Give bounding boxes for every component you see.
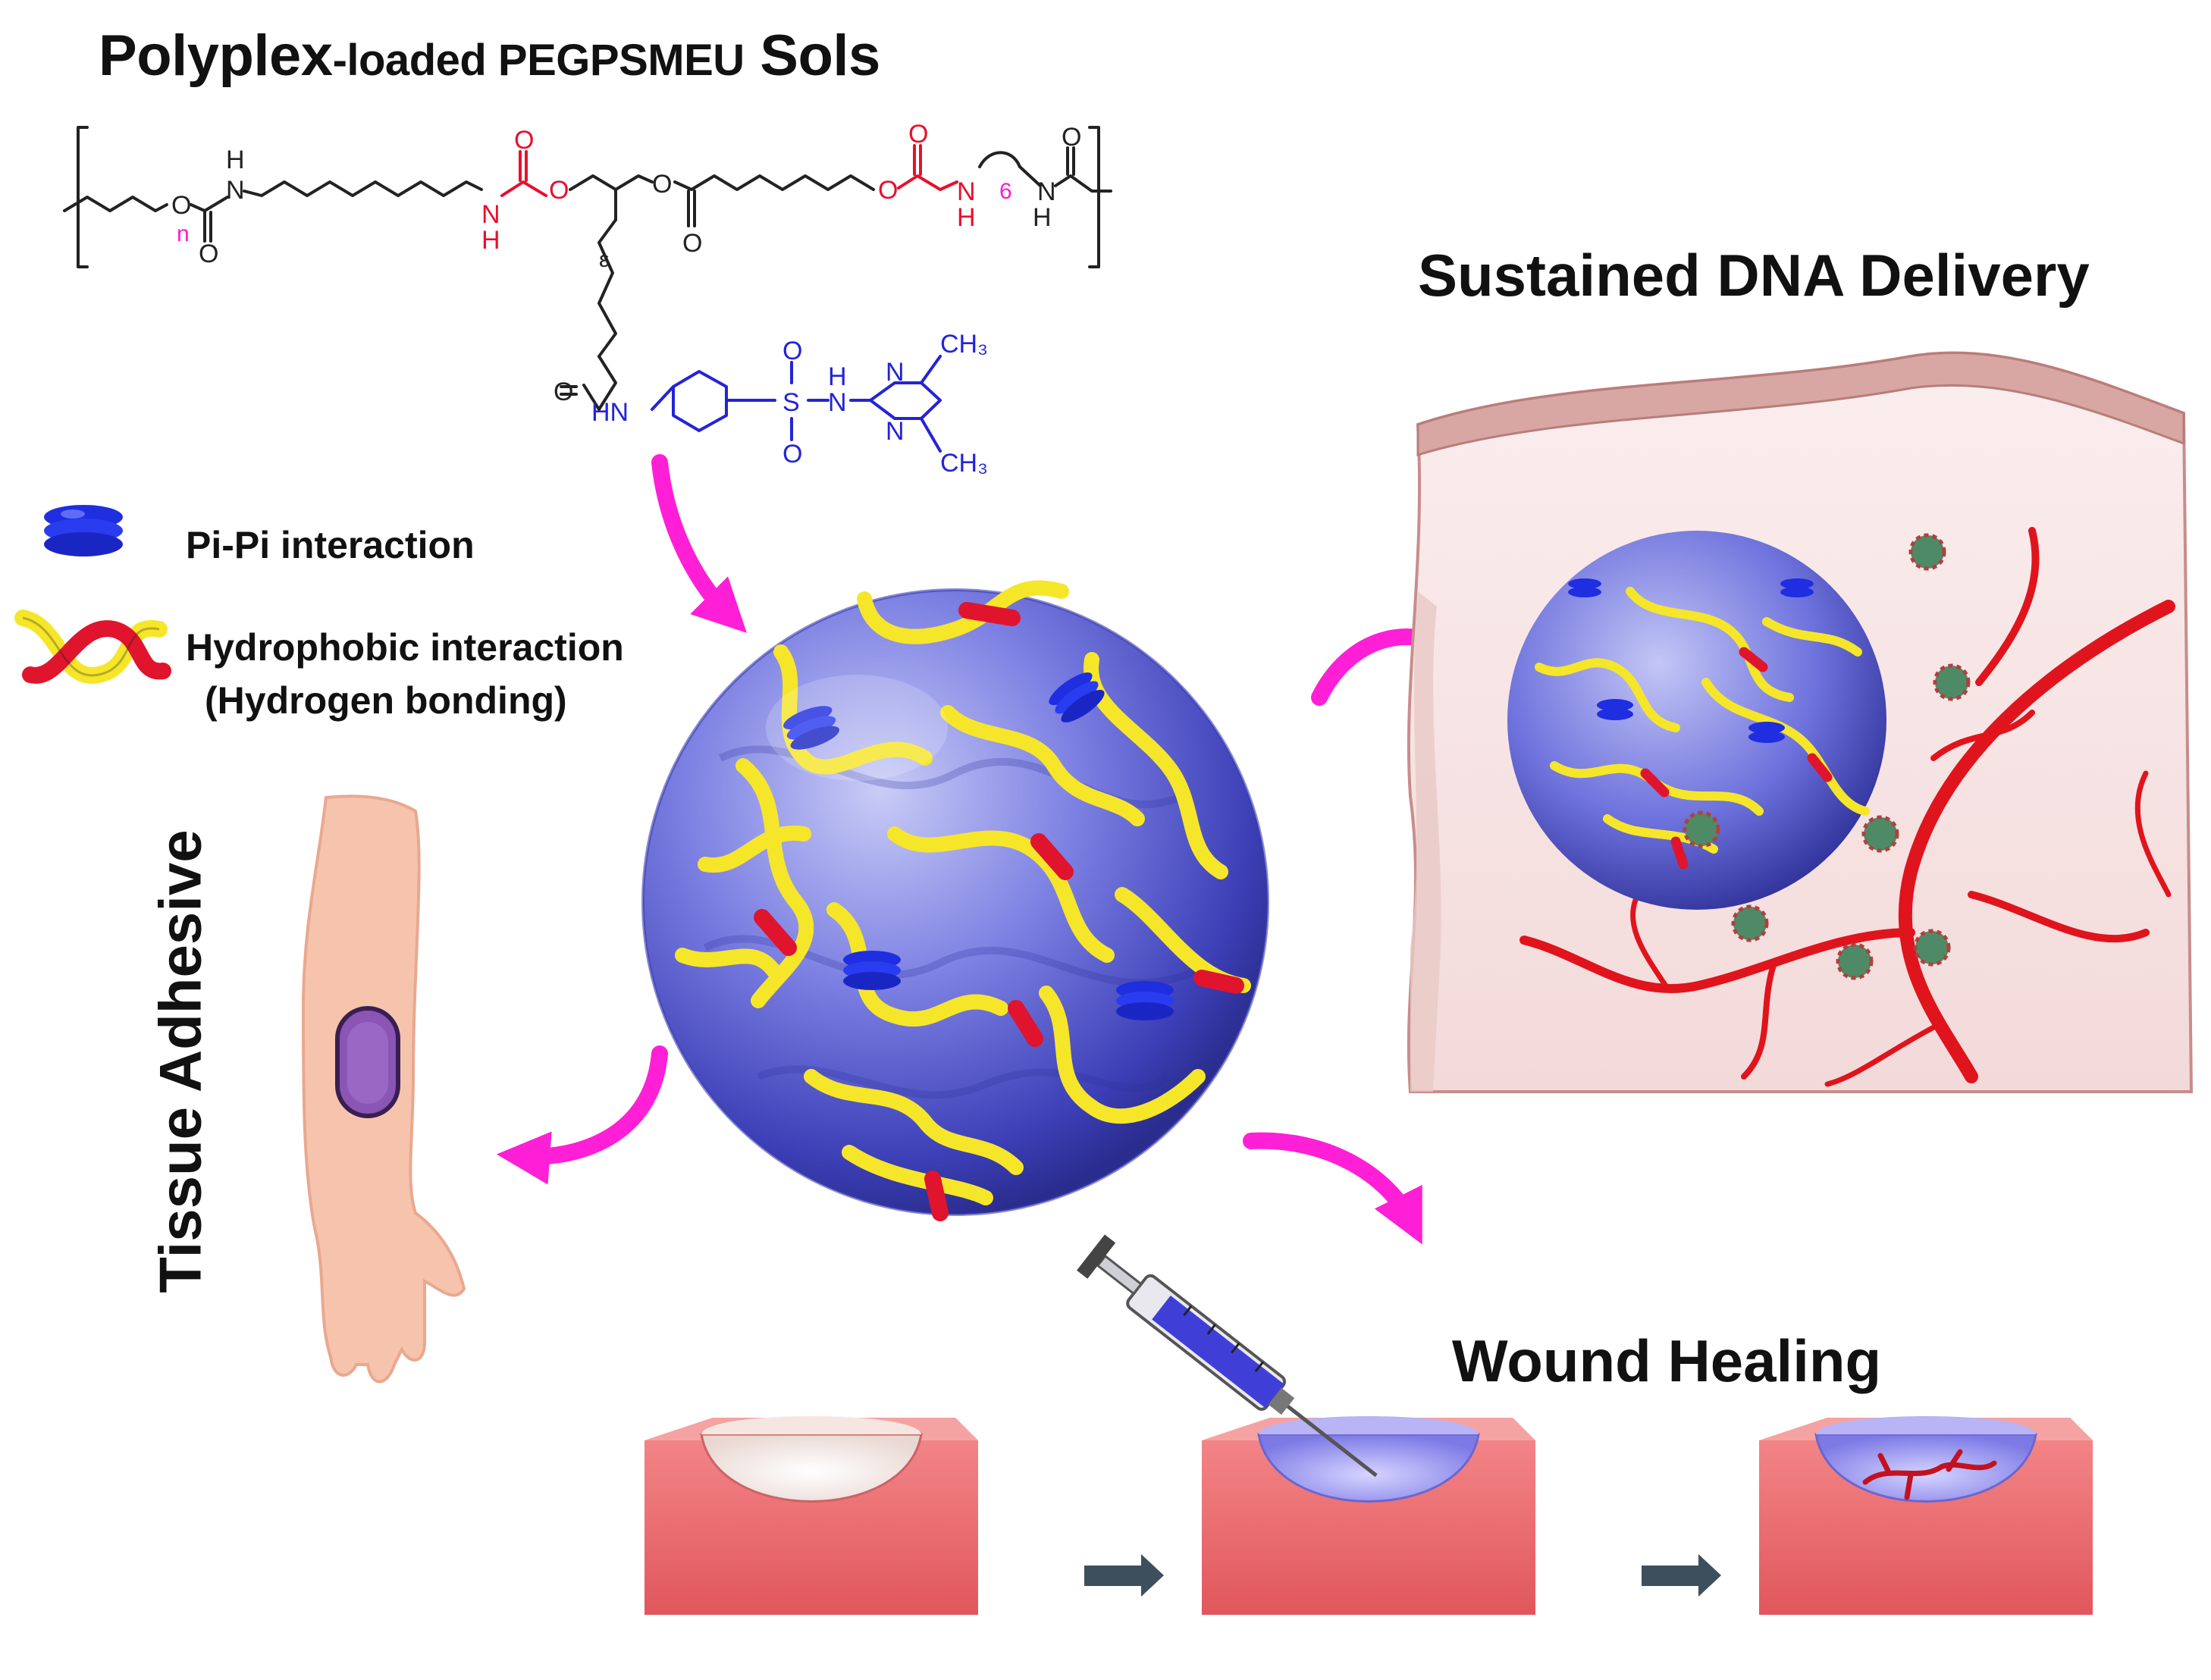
figure-title: Polyplex-loaded PEGPSMEU Sols — [99, 23, 880, 89]
twisted-strand-icon — [14, 610, 171, 684]
legend-hydrophobic-label: Hydrophobic interaction — [186, 626, 624, 669]
atom-h: H — [481, 226, 500, 255]
atom-o: O — [554, 378, 573, 406]
wound-block-2 — [1202, 1416, 1535, 1615]
atom-six-subscript: 6 — [999, 179, 1012, 204]
atom-ch3: CH₃ — [940, 449, 988, 478]
gray-arrow — [1642, 1554, 1721, 1597]
legend-pipi-label: Pi-Pi interaction — [186, 524, 475, 566]
atom-h: H — [957, 203, 976, 232]
tissue-block — [1407, 351, 2194, 1093]
pi-pi-stacks — [783, 672, 1174, 1020]
atom-o: O — [171, 191, 191, 220]
polymer-chemical-structure — [63, 126, 1112, 453]
wound-block-1 — [644, 1416, 978, 1615]
atom-h: H — [226, 146, 245, 174]
atom-epsilon: ε — [599, 247, 609, 272]
syringe-icon — [1077, 1234, 1378, 1478]
tissue-adhesive-label: Tissue Adhesive — [146, 829, 214, 1293]
atom-o: O — [782, 337, 802, 365]
atom-n: N — [828, 388, 847, 417]
chemistry-atom-labels: O n O H N O N H O O O ε O O N H 6 N H O … — [171, 120, 1081, 478]
atom-n-subscript: n — [177, 221, 190, 246]
polyplex-particles — [1683, 533, 1971, 980]
legend-hbond-label: (Hydrogen bonding) — [205, 679, 567, 722]
atom-o: O — [1062, 123, 1081, 152]
atom-n: N — [886, 358, 905, 387]
atom-n: N — [957, 177, 976, 206]
blood-vessels — [1519, 527, 2175, 1087]
arrow-sphere-to-wound — [1243, 1132, 1422, 1245]
arrow-sphere-to-tissue — [496, 1045, 668, 1185]
wound-block-3 — [1759, 1416, 2093, 1615]
polymer-chains — [675, 580, 1251, 1205]
atom-hn: HN — [591, 398, 629, 427]
atom-h: H — [828, 362, 847, 391]
title-end: Sols — [760, 24, 880, 88]
atom-o: O — [514, 126, 534, 155]
hydrogel-sphere — [641, 580, 1269, 1221]
atom-o: O — [652, 170, 672, 199]
atom-o: O — [682, 229, 702, 258]
atom-o: O — [908, 120, 928, 149]
atom-ch3: CH₃ — [940, 330, 988, 359]
atom-n: N — [1037, 177, 1056, 206]
atom-o: O — [782, 440, 802, 469]
sustained-delivery-label: Sustained DNA Delivery — [1418, 242, 2090, 309]
atom-o: O — [549, 176, 569, 205]
title-middle: -loaded PEGPSMEU — [332, 36, 745, 85]
pi-stack-icon — [44, 505, 123, 556]
arrow-structure-to-sphere — [651, 454, 747, 633]
atom-n: N — [886, 417, 905, 446]
atom-n: N — [226, 176, 245, 205]
atom-o: O — [199, 240, 218, 268]
atom-n: N — [481, 200, 500, 229]
arm-illustration — [301, 795, 466, 1384]
title-main: Polyplex — [99, 24, 333, 88]
atom-s: S — [782, 388, 800, 417]
atom-h: H — [1033, 203, 1052, 232]
hydrophobic-crosslinks — [754, 602, 1244, 1221]
gray-arrow — [1084, 1554, 1164, 1597]
wound-healing-label: Wound Healing — [1452, 1327, 1882, 1394]
atom-o: O — [878, 176, 898, 205]
